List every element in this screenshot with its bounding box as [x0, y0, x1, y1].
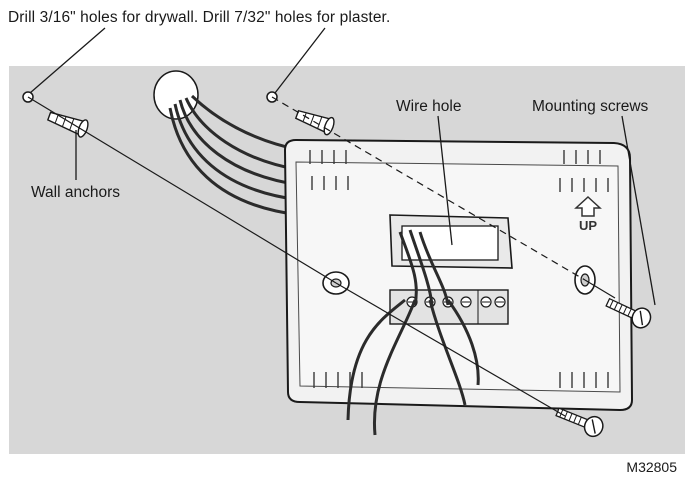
- up-arrow-icon: [574, 195, 602, 217]
- alignment-line-right: [271, 96, 586, 281]
- thermostat-wires: [346, 229, 480, 436]
- leader-mounting-screws: [621, 115, 656, 306]
- mounting-screw-upper: [605, 297, 652, 329]
- wall-wire-opening: [153, 70, 199, 120]
- wall-wires: [168, 94, 301, 217]
- alignment-line-left-lower: [335, 282, 566, 417]
- alignment-line-right-lower: [584, 279, 616, 299]
- wall-anchors-label: Wall anchors: [31, 184, 120, 201]
- wall-anchor-right: [294, 109, 335, 136]
- thermostat-base-plate: [283, 138, 634, 412]
- mounting-screws-label: Mounting screws: [532, 98, 649, 115]
- leader-line-drywall: [29, 27, 106, 94]
- figure-id: M32805: [626, 459, 677, 475]
- leader-wire-hole: [437, 115, 453, 246]
- up-label: UP: [579, 218, 597, 233]
- wire-hole-label: Wire hole: [396, 98, 461, 115]
- drill-instruction: Drill 3/16" holes for drywall. Drill 7/3…: [8, 9, 391, 26]
- leader-line-plaster: [274, 27, 326, 94]
- alignment-line-left: [27, 96, 337, 284]
- wall-anchor-left: [46, 111, 89, 138]
